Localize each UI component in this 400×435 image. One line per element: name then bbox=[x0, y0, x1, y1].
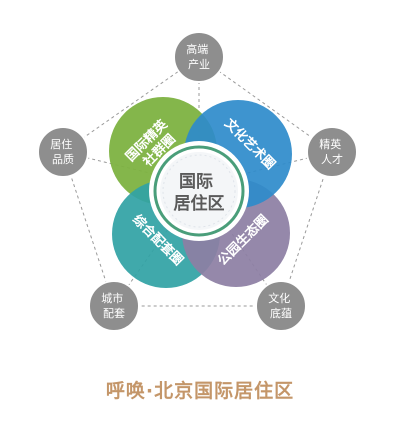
node-label: 居住 品质 bbox=[50, 137, 76, 166]
footer-slogan: 呼唤·北京国际居住区 bbox=[105, 380, 295, 402]
center-ring-stroke bbox=[153, 145, 245, 237]
outer-node-top[interactable]: 高端 产业 bbox=[173, 31, 225, 83]
center-pattern bbox=[162, 154, 236, 228]
node-label: 城市 配套 bbox=[101, 291, 127, 320]
center-label: 国际 居住区 bbox=[174, 172, 225, 214]
center-hub: 国际 居住区 bbox=[149, 141, 249, 241]
pentagon-outline bbox=[62, 56, 333, 307]
node-circle bbox=[37, 126, 89, 178]
node-label: 高端 产业 bbox=[186, 42, 212, 71]
outer-node-left[interactable]: 居住 品质 bbox=[37, 126, 89, 178]
node-label: 文化 底蕴 bbox=[268, 291, 294, 320]
node-circle bbox=[255, 280, 307, 332]
node-circle bbox=[88, 280, 140, 332]
outer-node-right[interactable]: 精英 人才 bbox=[306, 126, 358, 178]
node-circle bbox=[173, 31, 225, 83]
outer-node-bottom-right[interactable]: 文化 底蕴 bbox=[255, 280, 307, 332]
outer-node-bottom-left[interactable]: 城市 配套 bbox=[88, 280, 140, 332]
center-inner-disc bbox=[160, 152, 238, 230]
node-circle bbox=[306, 126, 358, 178]
node-label: 精英 人才 bbox=[319, 137, 345, 166]
